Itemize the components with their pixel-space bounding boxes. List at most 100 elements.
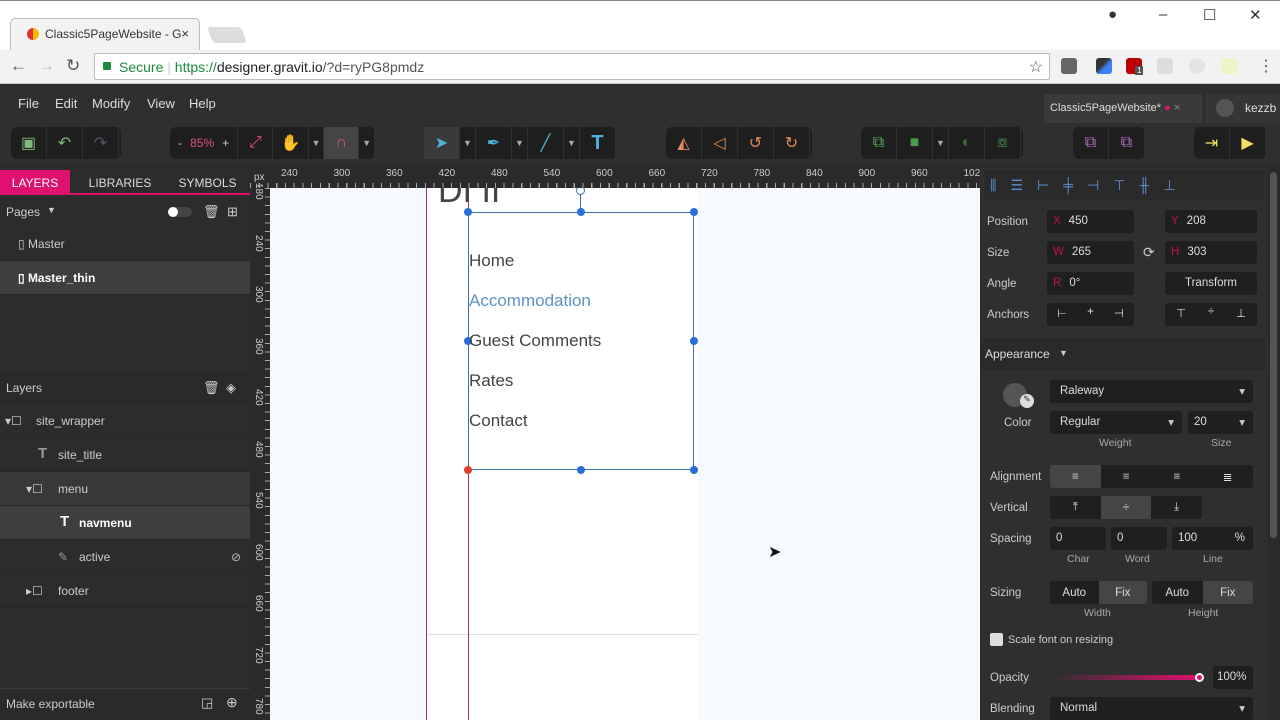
resize-handle[interactable] (577, 466, 585, 474)
eyedropper-extension-icon[interactable] (1096, 58, 1112, 74)
group-icon[interactable]: ⧉ (861, 127, 897, 159)
chevron-down-icon[interactable]: ▼ (460, 127, 476, 159)
expand-icon[interactable]: ▾☐ (5, 414, 22, 428)
export-slice-icon[interactable]: ◲ (201, 695, 214, 710)
zoom-in-button[interactable]: + (222, 136, 230, 150)
align-middle-icon[interactable]: ╫ (1139, 177, 1150, 193)
width-fix-button[interactable]: Fix (1098, 581, 1147, 604)
make-exportable-label[interactable]: Make exportable (6, 697, 95, 711)
opacity-slider-handle[interactable] (1195, 673, 1204, 682)
save-icon[interactable]: ▣ (11, 127, 47, 159)
width-auto-button[interactable]: Auto (1050, 581, 1099, 604)
anchor-bottom-icon[interactable]: ⊥ (1236, 308, 1247, 320)
blending-select[interactable]: Normal (1050, 697, 1253, 720)
delete-layer-icon[interactable]: 🗑 (203, 380, 220, 395)
close-document-icon[interactable]: × (1173, 102, 1181, 114)
tab-libraries[interactable]: LIBRARIES (88, 176, 152, 190)
resize-handle[interactable] (690, 466, 698, 474)
line-tool-icon[interactable]: ╱ (528, 127, 564, 159)
notes-extension-icon[interactable] (1221, 58, 1237, 74)
tab-layers[interactable]: LAYERS (0, 170, 70, 194)
flip-horizontal-icon[interactable]: ◭ (666, 127, 702, 159)
char-spacing-field[interactable]: 0 (1050, 527, 1106, 550)
settings-extension-icon[interactable] (1189, 58, 1205, 74)
appearance-header[interactable] (980, 338, 1265, 370)
resize-handle[interactable] (464, 466, 472, 474)
expand-icon[interactable]: ▸☐ (26, 584, 43, 598)
align-text-center-icon[interactable]: ≡ (1100, 465, 1152, 488)
forward-button[interactable]: → (38, 56, 55, 75)
combine-icon[interactable]: ■ (897, 127, 933, 159)
align-top-icon[interactable]: ⊤ (1113, 176, 1126, 193)
valign-bottom-icon[interactable]: ⤓ (1151, 496, 1202, 519)
resize-handle[interactable] (464, 337, 472, 345)
page-item-master-thin[interactable]: ▯ Master_thin (0, 261, 250, 295)
word-spacing-field[interactable]: 0 (1111, 527, 1167, 550)
design-canvas[interactable]: DI II Home Accommodation Guest Comments … (270, 188, 980, 720)
anchor-center-icon[interactable]: + (1087, 306, 1094, 318)
rotate-handle[interactable] (576, 188, 585, 195)
export-icon[interactable]: ⇥ (1194, 127, 1230, 159)
hand-tool-icon[interactable]: ✋ (273, 127, 309, 159)
align-left-icon[interactable]: ⊢ (1037, 176, 1050, 193)
flip-vertical-icon[interactable]: ◁ (702, 127, 738, 159)
pages-dropdown-icon[interactable]: ▼ (47, 205, 56, 215)
layer-row-site-wrapper[interactable]: ▾☐site_wrapper (0, 404, 250, 438)
opacity-slider[interactable] (1052, 675, 1200, 680)
hidden-eye-icon[interactable]: ⊘ (231, 550, 242, 564)
height-auto-button[interactable]: Auto (1152, 581, 1203, 604)
chevron-down-icon[interactable]: ▼ (359, 127, 375, 159)
font-weight-select[interactable]: Regular (1050, 411, 1182, 434)
anchor-middle-icon[interactable]: ÷ (1207, 306, 1215, 318)
expand-icon[interactable]: ▾☐ (26, 482, 43, 496)
nav-item-rates[interactable]: Rates (469, 371, 514, 390)
align-right-icon[interactable]: ⊣ (1087, 176, 1100, 193)
layer-row-menu[interactable]: ▾☐menu (0, 472, 250, 506)
transform-button[interactable]: Transform (1165, 272, 1257, 295)
anchor-left-icon[interactable]: ⊢ (1057, 308, 1068, 320)
eyedropper-icon[interactable]: ✎ (1020, 394, 1034, 408)
bitwarden-extension-icon[interactable] (1061, 58, 1077, 74)
layer-row-footer[interactable]: ▸☐footer (0, 574, 250, 608)
menu-file[interactable]: File (18, 96, 39, 111)
browser-tab[interactable]: Classic5PageWebsite - G× (10, 18, 200, 50)
nav-item-contact[interactable]: Contact (469, 411, 528, 430)
user-menu[interactable]: kezzb (1206, 94, 1280, 123)
font-size-select[interactable]: 20 (1188, 411, 1253, 434)
line-spacing-field[interactable]: 100% (1172, 527, 1253, 550)
anchor-top-icon[interactable]: ⊤ (1175, 308, 1186, 320)
back-button[interactable]: ← (10, 56, 27, 75)
anchor-right-icon[interactable]: ⊣ (1113, 308, 1124, 320)
new-tab-button[interactable] (207, 27, 247, 43)
layer-row-active[interactable]: ✎active⊘ (0, 540, 250, 574)
page-item-master[interactable]: ▯ Master (0, 227, 250, 261)
chrome-menu-icon[interactable]: ⋮ (1258, 58, 1274, 75)
preview-play-icon[interactable]: ▶ (1230, 127, 1266, 159)
align-text-justify-icon[interactable]: ≣ (1202, 465, 1253, 488)
add-page-icon[interactable]: ⊞ (227, 204, 238, 219)
opacity-field[interactable]: 100% (1213, 666, 1253, 689)
url-bar[interactable]: Secure | https://designer.gravit.io/?d=r… (94, 53, 1050, 80)
pen-tool-icon[interactable]: ✒ (476, 127, 512, 159)
height-fix-button[interactable]: Fix (1202, 581, 1253, 604)
text-tool-icon[interactable]: T (580, 127, 616, 159)
scale-font-checkbox[interactable] (990, 633, 1003, 646)
nav-item-accommodation[interactable]: Accommodation (469, 291, 591, 310)
distribute-vertical-icon[interactable]: ☰ (1010, 176, 1024, 193)
zoom-out-button[interactable]: - (178, 136, 183, 150)
chevron-down-icon[interactable]: ▼ (309, 127, 325, 159)
menu-help[interactable]: Help (189, 96, 216, 111)
pages-label[interactable]: Pages (6, 205, 41, 219)
lock-proportions-icon[interactable]: ⟳ (1143, 244, 1155, 260)
align-text-right-icon[interactable]: ≡ (1151, 465, 1203, 488)
ublock-extension-icon[interactable]: 1 (1126, 58, 1144, 75)
redo-icon[interactable]: ↷ (83, 127, 119, 159)
menu-view[interactable]: View (147, 96, 175, 111)
pages-toggle[interactable] (168, 207, 192, 217)
reload-button[interactable]: ↻ (66, 56, 81, 75)
